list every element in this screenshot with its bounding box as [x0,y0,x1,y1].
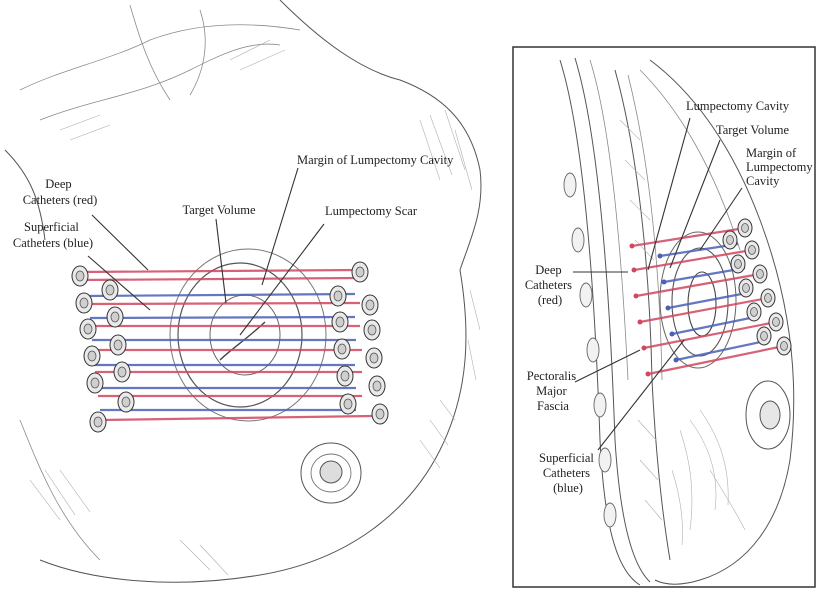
left-panel-frontal-view: Deep Catheters (red) Superficial Cathete… [5,0,481,582]
label-lumpectomy-scar: Lumpectomy Scar [325,204,418,218]
nipple-areola [301,443,361,503]
label-target-volume-right: Target Volume [716,123,790,137]
label-target-volume: Target Volume [182,203,256,217]
label-lumpectomy-cavity-right: Lumpectomy Cavity [686,99,790,113]
leader-deep-catheters-left [92,215,148,270]
leader-target-volume-left [216,219,226,303]
right-panel-sagittal-view: Lumpectomy Cavity Target Volume Margin o… [513,47,816,587]
left-catheter-buttons-right-side [330,262,388,424]
leader-margin-cavity-left [262,168,298,285]
leader-superficial-catheters-left [88,256,150,310]
label-superficial-catheters: Superficial Catheters (blue) [13,220,93,250]
lumpectomy-cavity-outline [210,295,280,375]
shading-hatching [30,40,480,575]
label-margin-of-lumpectomy-cavity: Margin of Lumpectomy Cavity [297,153,454,167]
